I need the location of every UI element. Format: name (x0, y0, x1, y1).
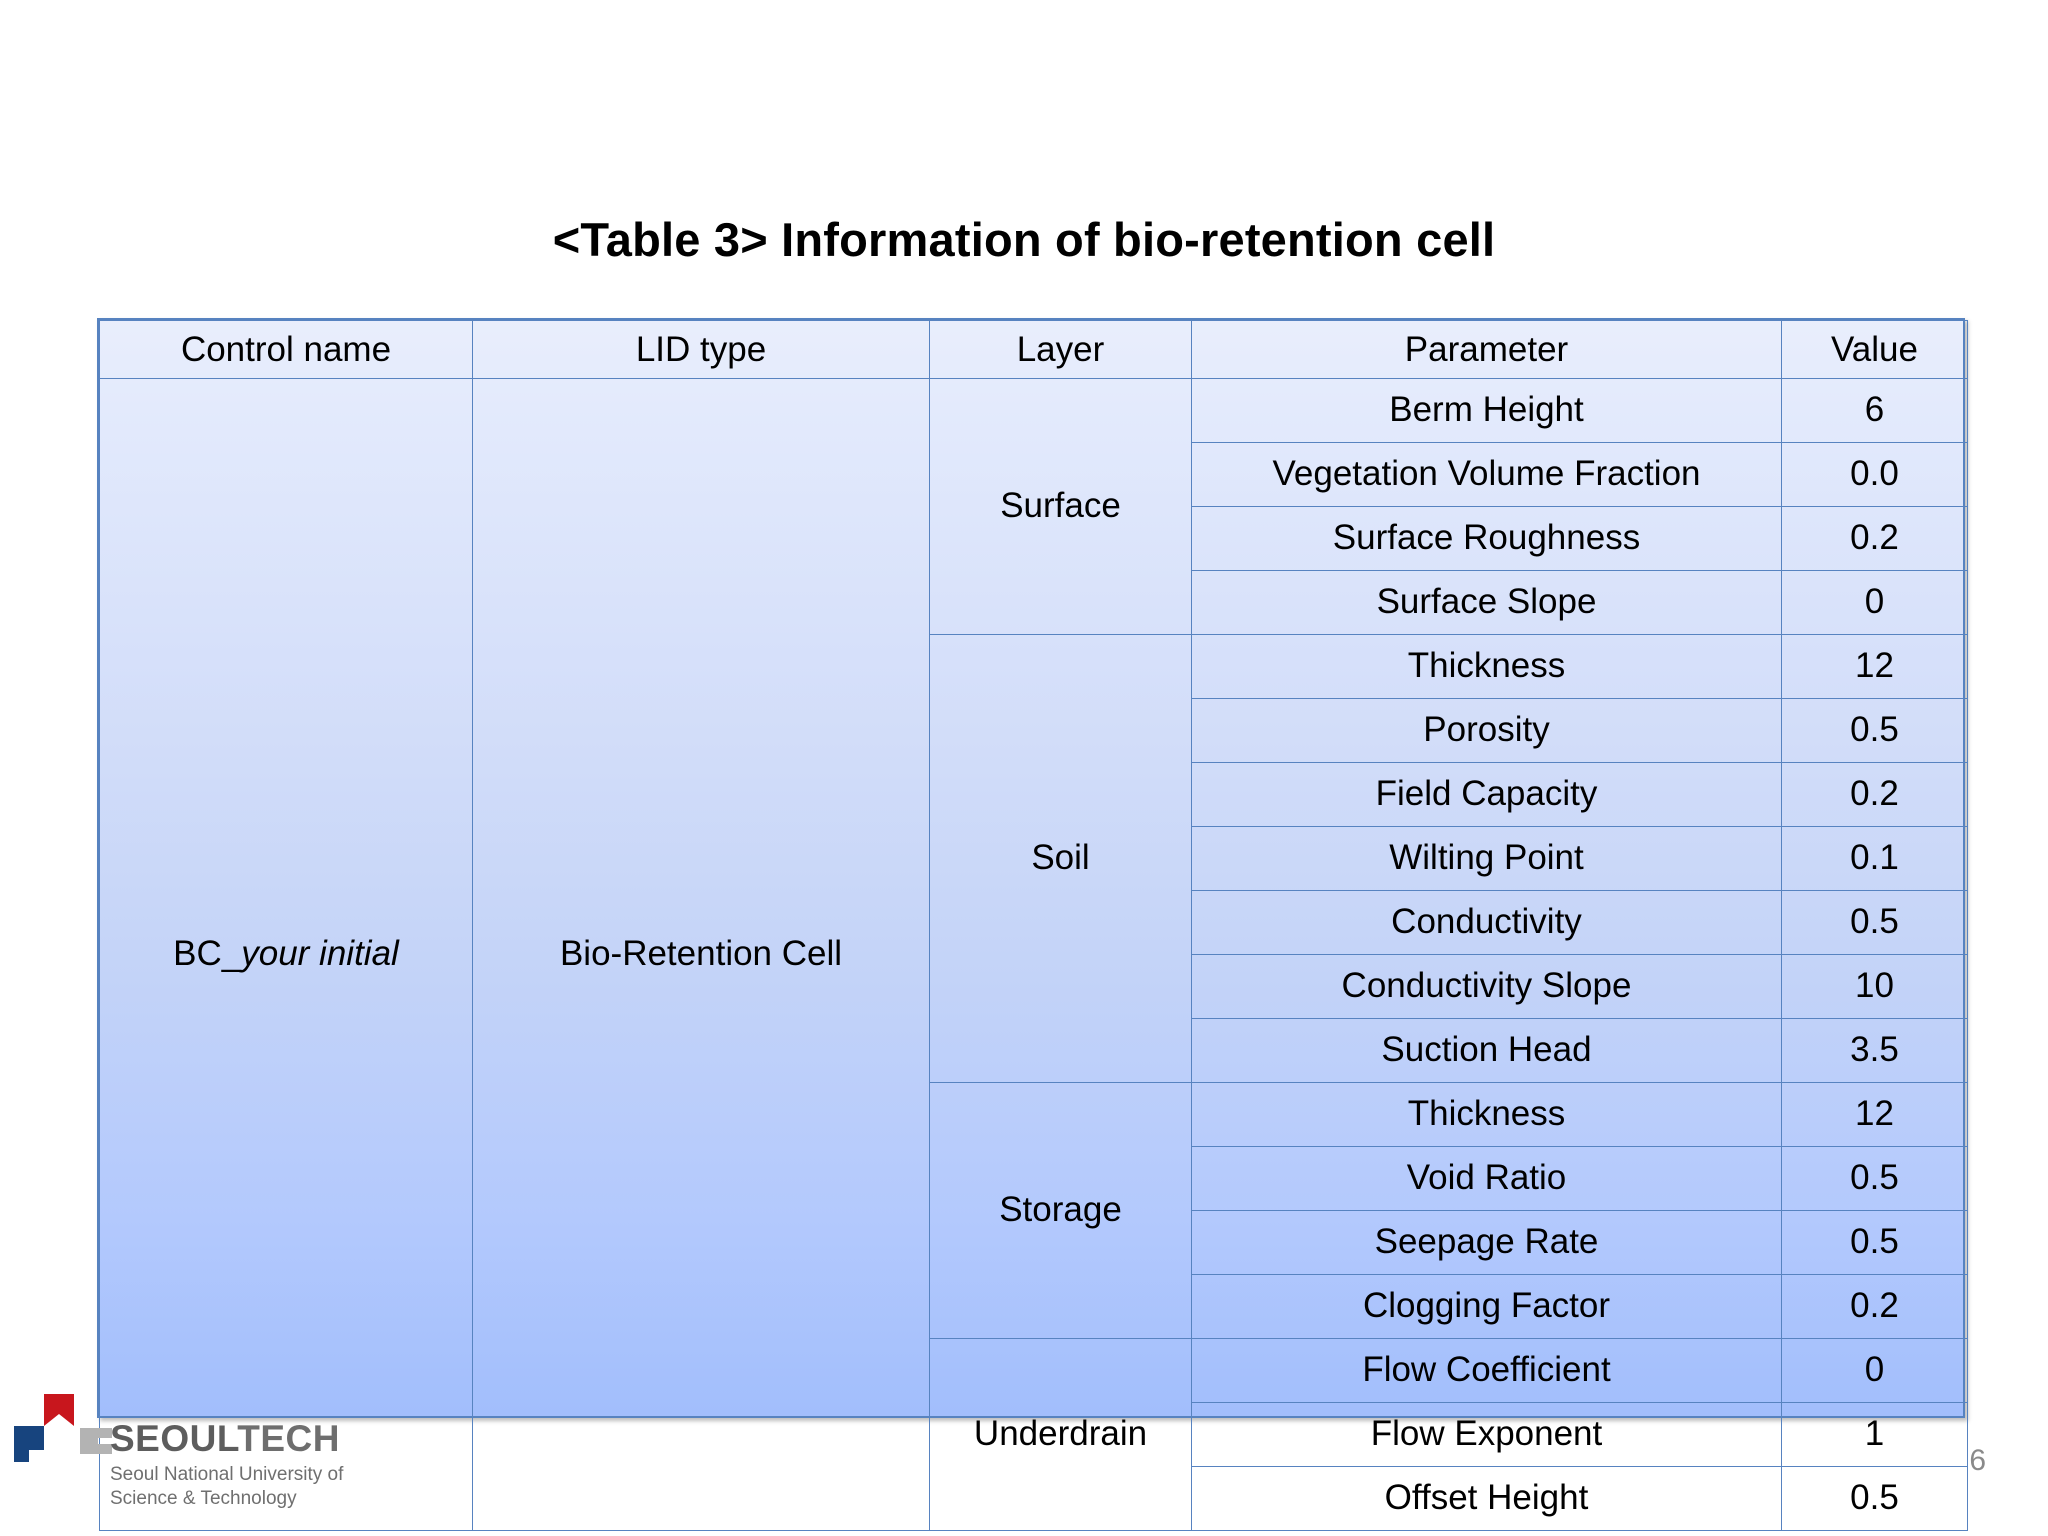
cell-parameter: Thickness (1191, 634, 1782, 699)
seoultech-logo-text: SEOULTECH Seoul National University of S… (110, 1420, 440, 1511)
cell-parameter: Surface Slope (1191, 570, 1782, 635)
column-header-lid-type: LID type (472, 320, 930, 379)
seoultech-logo: SEOULTECH Seoul National University of S… (12, 1392, 442, 1532)
cell-parameter: Vegetation Volume Fraction (1191, 442, 1782, 507)
cell-layer-storage: Storage (929, 1082, 1192, 1339)
seoultech-logo-mark-icon (14, 1394, 112, 1462)
column-header-layer: Layer (929, 320, 1192, 379)
bio-retention-table: Control name LID type Layer Parameter Va… (99, 320, 1968, 1531)
logo-word-main: SEOUL (110, 1418, 238, 1459)
column-header-control-name: Control name (99, 320, 473, 379)
cell-value: 0.5 (1781, 1146, 1968, 1211)
cell-value: 1 (1781, 1402, 1968, 1467)
cell-value: 0.1 (1781, 826, 1968, 891)
cell-value: 0 (1781, 570, 1968, 635)
cell-parameter: Berm Height (1191, 378, 1782, 443)
cell-value: 3.5 (1781, 1018, 1968, 1083)
bio-retention-table-container: Control name LID type Layer Parameter Va… (97, 318, 1968, 1531)
cell-value: 12 (1781, 1082, 1968, 1147)
page-title: <Table 3> Information of bio-retention c… (552, 213, 1496, 266)
cell-value: 12 (1781, 634, 1968, 699)
table-header: Control name LID type Layer Parameter Va… (99, 320, 1968, 379)
cell-parameter: Suction Head (1191, 1018, 1782, 1083)
cell-parameter: Flow Exponent (1191, 1402, 1782, 1467)
cell-parameter: Void Ratio (1191, 1146, 1782, 1211)
tagline-line-2: Science & Technology (110, 1487, 297, 1509)
logo-word-accent: TECH (237, 1418, 340, 1459)
cell-value: 0.5 (1781, 1210, 1968, 1275)
cell-parameter: Offset Height (1191, 1466, 1782, 1531)
cell-layer-surface: Surface (929, 378, 1192, 635)
seoultech-tagline: Seoul National University of Science & T… (110, 1463, 440, 1511)
cell-value: 0.0 (1781, 442, 1968, 507)
cell-parameter: Wilting Point (1191, 826, 1782, 891)
cell-control-name: BC_your initial (99, 378, 473, 1531)
seoultech-wordmark: SEOULTECH (110, 1420, 440, 1457)
control-name-placeholder: your initial (241, 934, 399, 974)
column-header-value: Value (1781, 320, 1968, 379)
cell-value: 0.2 (1781, 506, 1968, 571)
cell-value: 0.5 (1781, 1466, 1968, 1531)
cell-parameter: Conductivity (1191, 890, 1782, 955)
cell-parameter: Field Capacity (1191, 762, 1782, 827)
cell-parameter: Thickness (1191, 1082, 1782, 1147)
cell-parameter: Clogging Factor (1191, 1274, 1782, 1339)
cell-layer-underdrain: Underdrain (929, 1338, 1192, 1531)
tagline-line-1: Seoul National University of (110, 1464, 344, 1485)
cell-parameter: Surface Roughness (1191, 506, 1782, 571)
cell-layer-soil: Soil (929, 634, 1192, 1083)
cell-parameter: Porosity (1191, 698, 1782, 763)
table-header-row: Control name LID type Layer Parameter Va… (99, 320, 1968, 379)
cell-value: 0.2 (1781, 1274, 1968, 1339)
column-header-parameter: Parameter (1191, 320, 1782, 379)
cell-value: 0.5 (1781, 698, 1968, 763)
control-name-prefix: BC_ (173, 934, 242, 974)
cell-parameter: Seepage Rate (1191, 1210, 1782, 1275)
cell-lid-type: Bio-Retention Cell (472, 378, 930, 1531)
page-number: 6 (1969, 1444, 1986, 1477)
cell-value: 0 (1781, 1338, 1968, 1403)
cell-value: 0.5 (1781, 890, 1968, 955)
cell-parameter: Flow Coefficient (1191, 1338, 1782, 1403)
cell-value: 6 (1781, 378, 1968, 443)
cell-parameter: Conductivity Slope (1191, 954, 1782, 1019)
cell-value: 10 (1781, 954, 1968, 1019)
cell-value: 0.2 (1781, 762, 1968, 827)
